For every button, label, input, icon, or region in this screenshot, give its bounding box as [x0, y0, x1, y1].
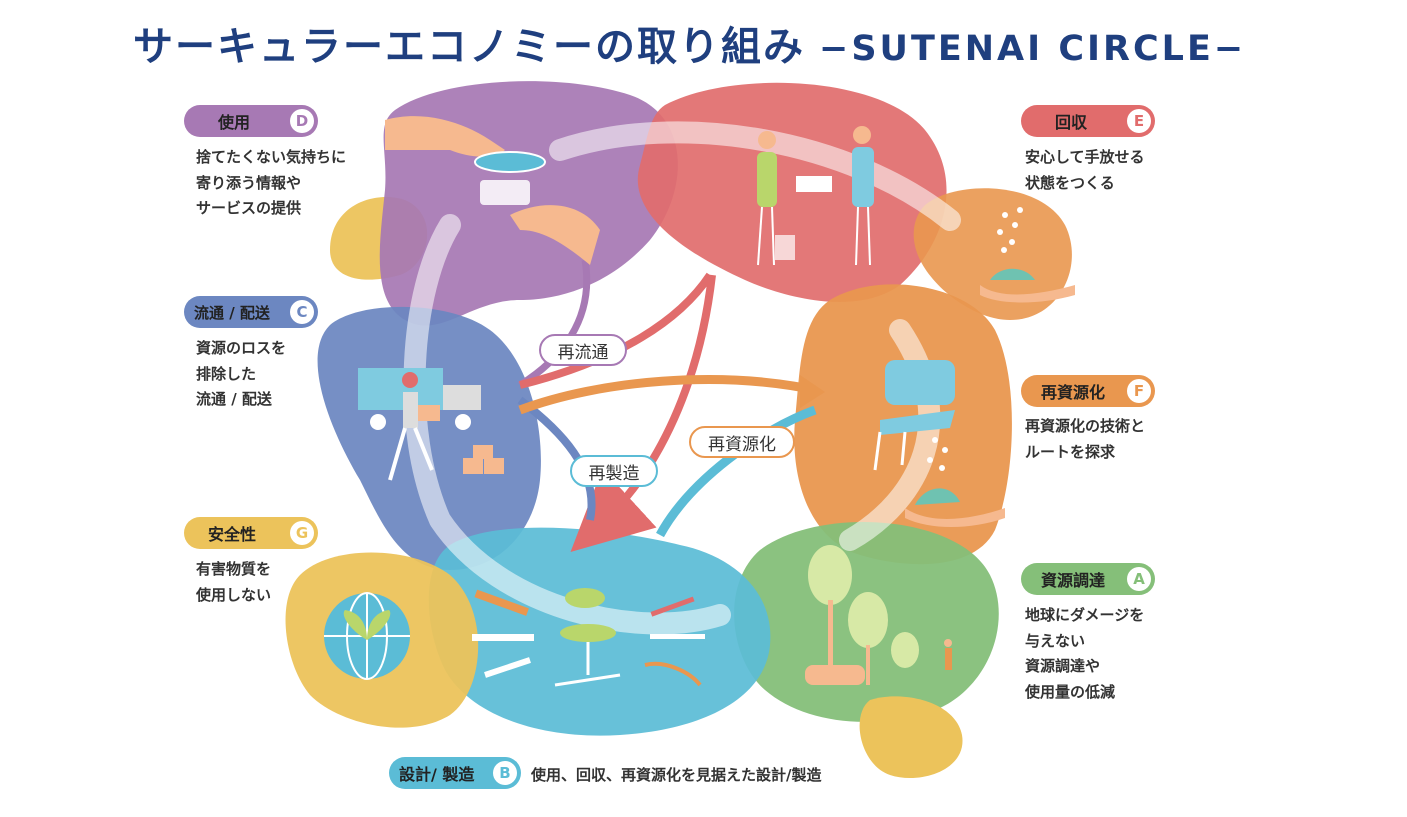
stage-collection-label: 回収 [1055, 113, 1088, 132]
desc-line: 資源調達や [1025, 657, 1101, 675]
stage-recycle-desc: 再資源化の技術と ルートを探求 [1025, 414, 1145, 465]
flow-arrow-blue [517, 396, 596, 521]
stage-use-desc: 捨てたくない気持ちに 寄り添う情報や サービスの提供 [196, 145, 346, 222]
flow-arrow-orange [518, 375, 816, 415]
stage-procurement-label: 資源調達 [1041, 571, 1106, 590]
stage-distribution-pill: 流通 / 配送 C [184, 296, 318, 328]
desc-line: 流通 / 配送 [196, 390, 272, 408]
desc-line: サービスの提供 [196, 199, 302, 217]
stage-procurement-desc: 地球にダメージを 与えない 資源調達や 使用量の低減 [1025, 603, 1144, 705]
stage-distribution-desc: 資源のロスを 排除した 流通 / 配送 [196, 336, 286, 413]
flow-label-recycling: 再資源化 [689, 426, 795, 458]
stage-design-badge: B [493, 761, 517, 785]
desc-line: 与えない [1025, 631, 1086, 650]
flow-label-redistribution: 再流通 [539, 334, 627, 366]
stage-collection-desc: 安心して手放せる 状態をつくる [1025, 145, 1145, 196]
stage-safety-desc: 有害物質を 使用しない [196, 557, 271, 608]
desc-line: 資源のロスを [196, 339, 287, 357]
stage-design-pill: 設計/ 製造 B [389, 757, 521, 789]
desc-line: 使用量の低減 [1025, 682, 1116, 701]
stage-use-badge: D [290, 109, 314, 133]
desc-line: 排除した [196, 364, 257, 383]
flow-arrow-red-2 [570, 274, 716, 553]
flow-arrow-orange-head [800, 375, 825, 408]
title-main: サーキュラーエコノミーの取り組み [133, 24, 805, 70]
desc-line: 寄り添う情報や [196, 173, 302, 192]
stage-collection-pill: 回収 E [1021, 105, 1155, 137]
page-title: サーキュラーエコノミーの取り組み −SUTENAI CIRCLE− [133, 14, 1246, 72]
hands-holding-part-icon [385, 116, 600, 265]
stage-use-pill: 使用 D [184, 105, 318, 137]
flow-arrow-red-1 [519, 272, 714, 389]
stage-safety-badge: G [290, 521, 314, 545]
stage-procurement-pill: 資源調達 A [1021, 563, 1155, 595]
stage-procurement-badge: A [1127, 567, 1151, 591]
flow-label-remanufacture: 再製造 [570, 455, 658, 487]
stage-safety-label: 安全性 [208, 525, 257, 544]
stage-distribution-label: 流通 / 配送 [194, 303, 270, 322]
desc-line: 地球にダメージを [1025, 606, 1145, 624]
desc-line: 捨てたくない気持ちに [196, 148, 347, 166]
desc-line: ルートを探求 [1025, 442, 1116, 461]
stage-recycle-label: 再資源化 [1041, 383, 1106, 402]
desc-line: 再資源化の技術と [1025, 417, 1146, 435]
blob-procurement-small [859, 696, 963, 779]
stage-collection-badge: E [1127, 109, 1151, 133]
stage-safety-pill: 安全性 G [184, 517, 318, 549]
desc-line: 安心して手放せる [1025, 148, 1145, 166]
forest-worker-icon [805, 545, 952, 685]
stage-distribution-badge: C [290, 300, 314, 324]
chair-recycle-icon [873, 360, 1005, 527]
chair-tools-icon [472, 588, 705, 687]
stage-design-label: 設計/ 製造 [399, 765, 475, 784]
stage-recycle-badge: F [1127, 379, 1151, 403]
stage-recycle-pill: 再資源化 F [1021, 375, 1155, 407]
delivery-truck-icon [358, 368, 504, 481]
desc-line: 使用しない [196, 585, 272, 604]
flow-arrow-cyan [656, 405, 817, 538]
globe-sprout-icon [324, 592, 410, 680]
handover-people-icon [757, 126, 874, 266]
stage-design-desc: 使用、回収、再資源化を見据えた設計/製造 [531, 766, 822, 784]
desc-line: 状態をつくる [1025, 173, 1115, 192]
stage-use-label: 使用 [218, 113, 251, 132]
title-sub: −SUTENAI CIRCLE− [819, 29, 1247, 69]
desc-line: 有害物質を [196, 560, 272, 578]
hand-pellets-icon [980, 207, 1075, 303]
